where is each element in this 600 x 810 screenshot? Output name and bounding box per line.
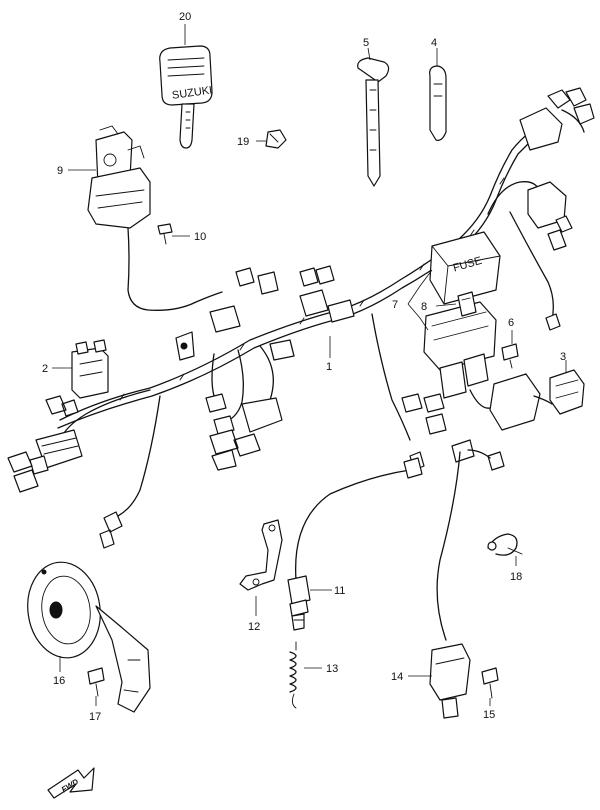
key-tag-text: SUZUKI (171, 84, 213, 101)
callout-7[interactable]: 7 (392, 299, 398, 311)
regulator-3[interactable] (549, 369, 585, 415)
wire-clip-19[interactable] (265, 129, 287, 149)
clamp-4[interactable] (429, 65, 447, 141)
callout-14[interactable]: 14 (391, 671, 403, 683)
callout-19[interactable]: 19 (237, 136, 249, 148)
bolt-6[interactable] (501, 343, 519, 369)
callout-16[interactable]: 16 (53, 675, 65, 687)
callout-3[interactable]: 3 (560, 351, 566, 363)
bolt-17[interactable] (87, 667, 105, 697)
callout-10[interactable]: 10 (194, 231, 206, 243)
ignition-switch[interactable] (87, 125, 223, 311)
callout-2[interactable]: 2 (42, 363, 48, 375)
fuse-8[interactable] (457, 291, 477, 317)
ignition-key[interactable]: SUZUKI (159, 45, 213, 149)
callout-1[interactable]: 1 (326, 361, 332, 373)
callout-4[interactable]: 4 (431, 37, 437, 49)
callout-6[interactable]: 6 (508, 317, 514, 329)
callout-8[interactable]: 8 (421, 301, 427, 313)
switch-14[interactable] (429, 451, 471, 719)
callout-20[interactable]: 20 (179, 11, 191, 23)
main-wiring-harness[interactable] (7, 87, 595, 549)
wire-clip-18[interactable] (487, 533, 523, 556)
callout-12[interactable]: 12 (248, 621, 260, 633)
cable-tie-5[interactable] (357, 57, 390, 187)
callout-15[interactable]: 15 (483, 709, 495, 721)
callout-18[interactable]: 18 (510, 571, 522, 583)
fuse-box[interactable]: FUSE (423, 231, 553, 431)
horn-16[interactable] (22, 557, 151, 713)
screw-10[interactable] (157, 223, 173, 245)
screw-15[interactable] (481, 667, 499, 699)
callout-11[interactable]: 11 (334, 585, 345, 597)
callout-13[interactable]: 13 (326, 663, 338, 675)
callout-9[interactable]: 9 (57, 165, 63, 177)
relay-2[interactable] (71, 339, 109, 399)
spring-13[interactable] (289, 641, 297, 709)
bracket-12[interactable] (239, 519, 283, 591)
callout-5[interactable]: 5 (363, 37, 369, 49)
sensor-switch-11[interactable] (287, 457, 423, 631)
callout-17[interactable]: 17 (89, 711, 101, 723)
forward-direction-arrow: FWD (47, 767, 95, 799)
